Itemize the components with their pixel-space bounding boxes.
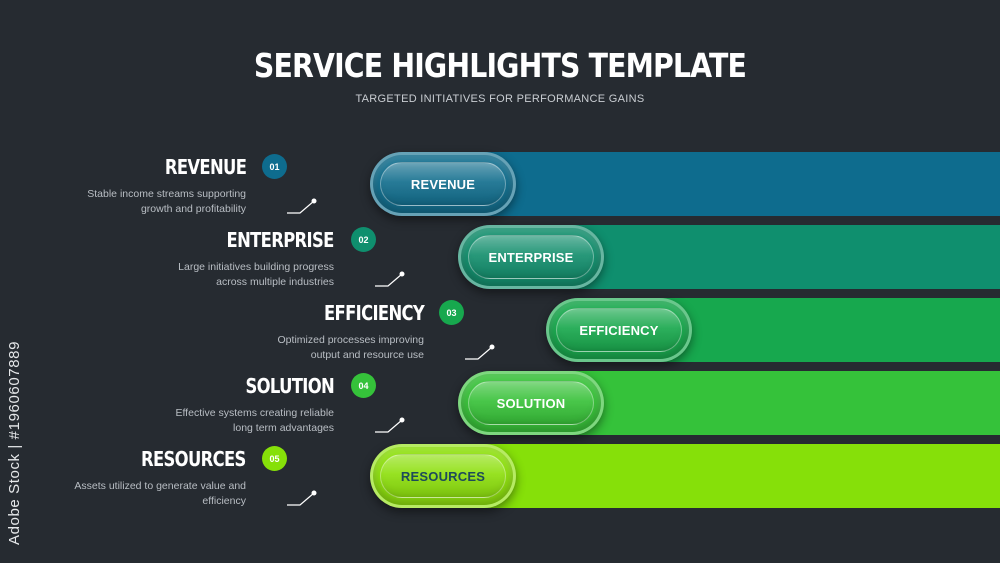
highlight-description: Assets utilized to generate value and ef… bbox=[74, 480, 246, 507]
number-badge: 03 bbox=[439, 300, 464, 325]
highlight-band bbox=[528, 371, 1000, 435]
highlight-description: Stable income streams supporting growth … bbox=[87, 188, 246, 215]
connector-icon bbox=[287, 198, 317, 214]
highlight-band bbox=[440, 444, 1000, 508]
pill-label: RESOURCES bbox=[400, 468, 486, 484]
highlight-pill: REVENUE bbox=[370, 152, 516, 216]
connector-icon bbox=[465, 344, 495, 360]
pill-label: SOLUTION bbox=[496, 395, 566, 411]
page-title: SERVICE HIGHLIGHTS TEMPLATE bbox=[253, 46, 747, 85]
pill-label: EFFICIENCY bbox=[579, 322, 659, 338]
number-badge: 05 bbox=[262, 446, 287, 471]
pill-gloss bbox=[380, 162, 506, 206]
highlight-heading: EFFICIENCY bbox=[323, 301, 425, 325]
highlight-heading: RESOURCES bbox=[141, 447, 246, 471]
highlight-description: Effective systems creating reliable long… bbox=[175, 407, 334, 434]
highlight-heading: ENTERPRISE bbox=[226, 228, 335, 252]
number-badge: 01 bbox=[262, 154, 287, 179]
highlight-band bbox=[528, 225, 1000, 289]
highlight-pill: EFFICIENCY bbox=[546, 298, 692, 362]
stock-watermark: Adobe Stock | #1960607889 bbox=[6, 340, 23, 545]
highlight-band bbox=[440, 152, 1000, 216]
highlight-description: Optimized processes improving output and… bbox=[277, 334, 424, 361]
connector-icon bbox=[287, 490, 317, 506]
highlight-description: Large initiatives building progress acro… bbox=[178, 261, 334, 288]
connector-icon bbox=[375, 417, 405, 433]
pill-gloss bbox=[468, 381, 594, 425]
highlight-pill: RESOURCES bbox=[370, 444, 516, 508]
highlight-heading: SOLUTION bbox=[245, 374, 334, 398]
pill-gloss bbox=[380, 454, 506, 498]
pill-label: ENTERPRISE bbox=[488, 249, 574, 265]
highlight-pill: SOLUTION bbox=[458, 371, 604, 435]
highlight-pill: ENTERPRISE bbox=[458, 225, 604, 289]
page-subtitle: TARGETED INITIATIVES FOR PERFORMANCE GAI… bbox=[355, 93, 645, 105]
number-badge: 04 bbox=[351, 373, 376, 398]
number-badge: 02 bbox=[351, 227, 376, 252]
pill-gloss bbox=[556, 308, 682, 352]
pill-gloss bbox=[468, 235, 594, 279]
connector-icon bbox=[375, 271, 405, 287]
pill-label: REVENUE bbox=[410, 176, 476, 192]
highlight-heading: REVENUE bbox=[164, 155, 247, 179]
